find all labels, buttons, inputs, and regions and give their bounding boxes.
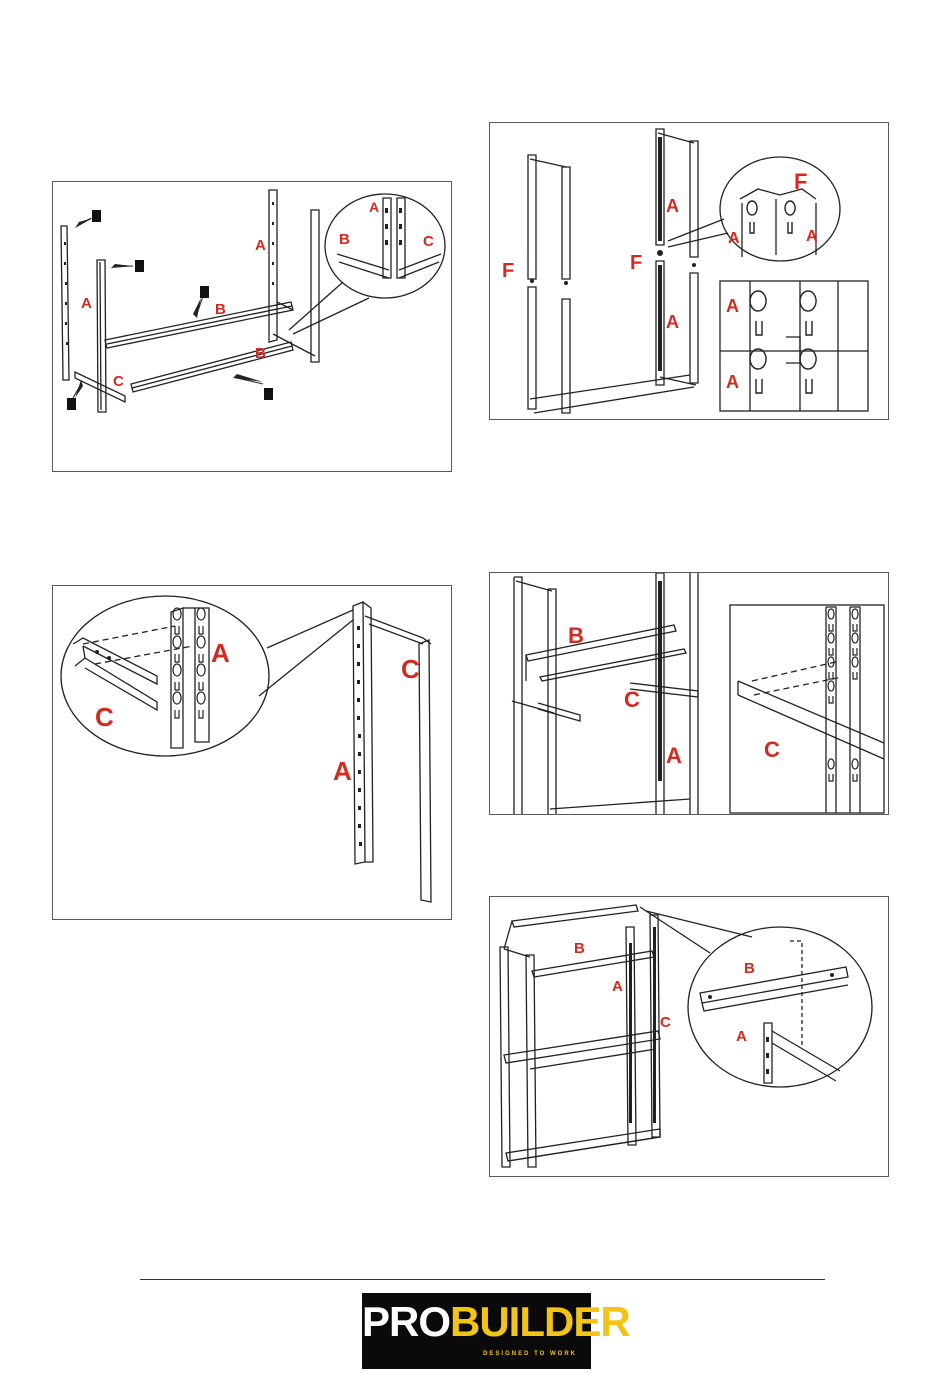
footer-divider [140,1279,825,1280]
label-c: C [113,374,124,389]
figure-frame-assembly: A B B A B C C A [52,181,452,472]
label-a: A [726,373,739,391]
part-marker [135,260,144,272]
label-c: C [660,1015,671,1030]
label-a: A [726,297,739,315]
label-c: C [401,656,420,682]
probuilder-logo: PROBUILDER DESIGNED TO WORK [362,1293,591,1369]
label-b: B [574,941,585,956]
label-a: A [333,758,352,784]
label-f: F [502,261,514,281]
label-a: A [666,313,679,331]
label-a: A [612,979,623,994]
figure-completed-shelf: B A C B A [489,896,889,1177]
label-b: B [339,232,350,247]
label-c: C [95,704,114,730]
label-f: F [630,253,642,273]
part-marker [264,388,273,400]
figure-upright-joining: A F F F A A A A A [489,122,889,420]
part-marker [92,210,101,222]
label-a: A [728,231,740,247]
add-beams-drawing [490,573,888,814]
label-a: A [81,296,92,311]
label-a: A [369,200,379,214]
logo-pro: PRO [362,1298,450,1345]
label-c: C [624,689,640,711]
label-a: A [255,238,266,253]
label-a: A [666,745,682,767]
completed-shelf-drawing [490,897,888,1176]
logo-wordmark: PROBUILDER [362,1301,591,1343]
label-a: A [211,640,230,666]
part-marker [67,398,76,410]
label-c: C [764,739,780,761]
logo-tagline: DESIGNED TO WORK [483,1351,577,1357]
logo-builder: BUILDER [450,1298,630,1345]
frame-assembly-drawing [53,182,451,471]
label-a: A [666,197,679,215]
upright-joining-drawing [490,123,888,419]
part-marker [200,286,209,298]
label-a: A [806,229,818,245]
label-f: F [794,171,807,193]
label-b: B [568,625,584,647]
figure-connect-c-to-a: A C C A [52,585,452,920]
label-b: B [215,302,226,317]
label-b: B [744,961,755,976]
connect-c-to-a-drawing [53,586,451,919]
label-b: B [255,346,266,361]
figure-add-beams: B C A C [489,572,889,815]
label-c: C [423,234,434,249]
label-a: A [736,1029,747,1044]
